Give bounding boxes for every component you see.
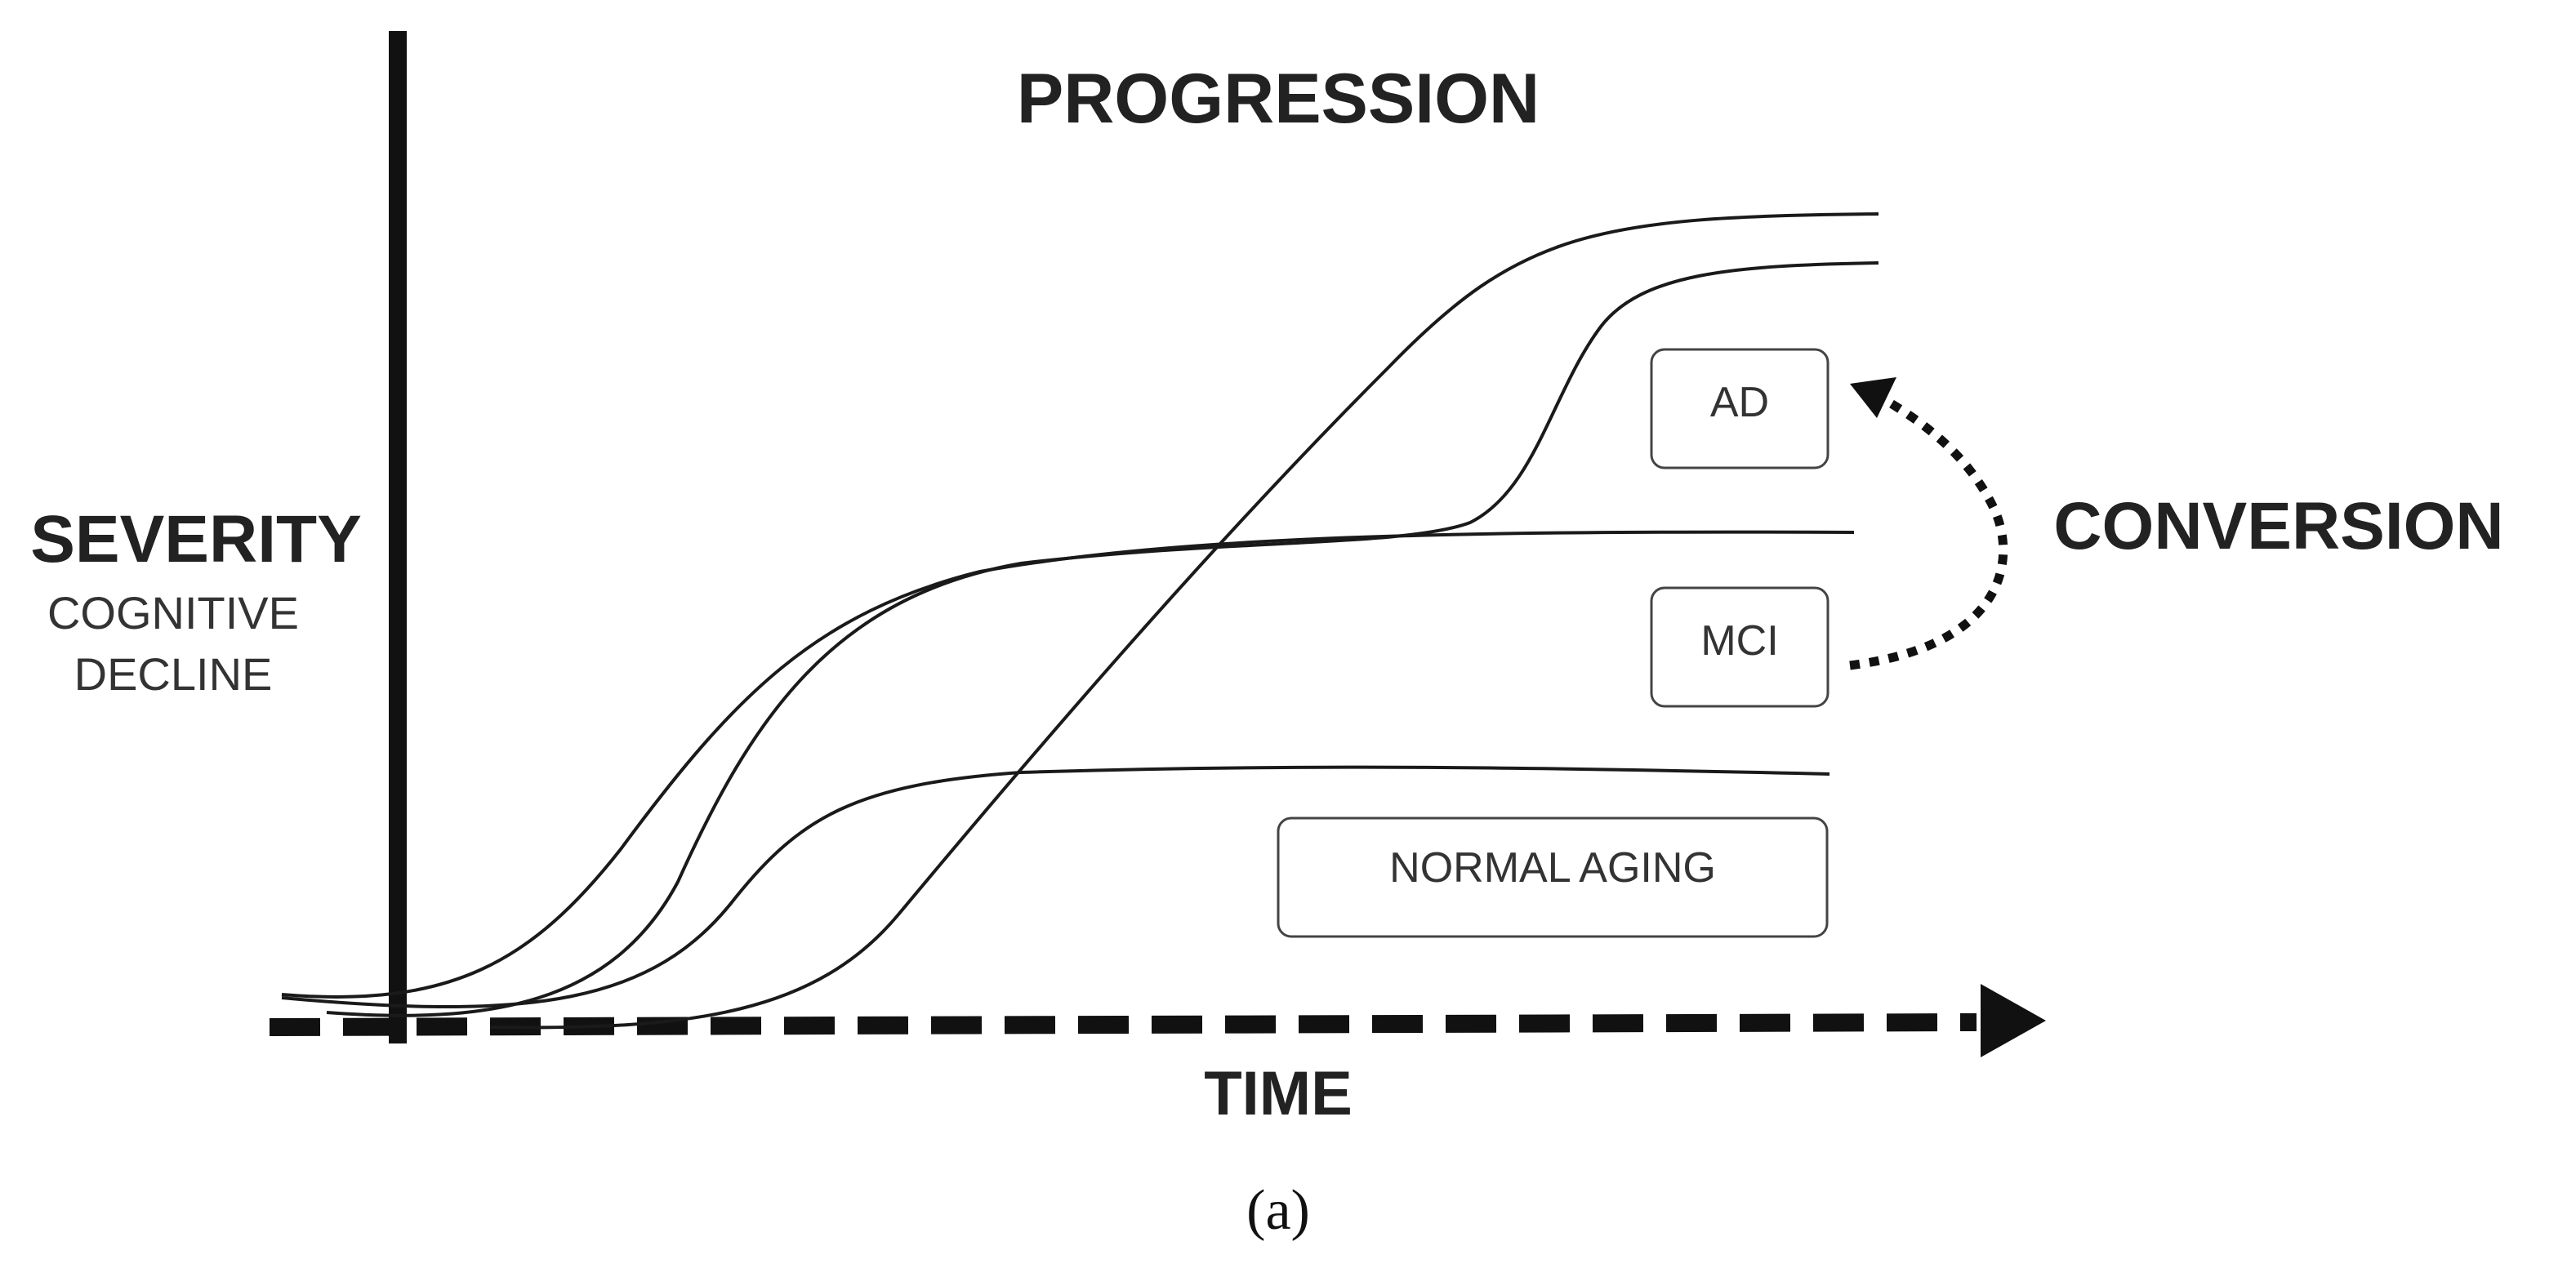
conversion-arrow: [1849, 394, 2008, 670]
mci-box-label: MCI: [1700, 617, 1778, 665]
conversion-label: CONVERSION: [2053, 489, 2503, 563]
decline-label: DECLINE: [74, 648, 273, 700]
figure-caption: (a): [1246, 1179, 1310, 1242]
curve-plateau: [281, 530, 1855, 999]
ad-box: AD: [1650, 348, 1829, 469]
ad-box-label: AD: [1710, 379, 1769, 426]
curve-ad: [489, 212, 1879, 1030]
normal-aging-box: NORMAL AGING: [1277, 816, 1829, 938]
severity-label: SEVERITY: [30, 502, 362, 576]
diagram-title: PROGRESSION: [1017, 60, 1540, 138]
normal-aging-box-label: NORMAL AGING: [1389, 844, 1716, 892]
time-axis-arrowhead: [1981, 984, 2046, 1057]
time-label: TIME: [1204, 1059, 1353, 1128]
cognitive-label: COGNITIVE: [47, 587, 299, 638]
time-axis: [269, 1013, 1977, 1036]
conversion-arrowhead: [1850, 377, 1896, 418]
curve-mci-to-ad: [326, 261, 1879, 1017]
mci-box: MCI: [1650, 586, 1829, 708]
curve-normal-aging: [281, 765, 1830, 1009]
